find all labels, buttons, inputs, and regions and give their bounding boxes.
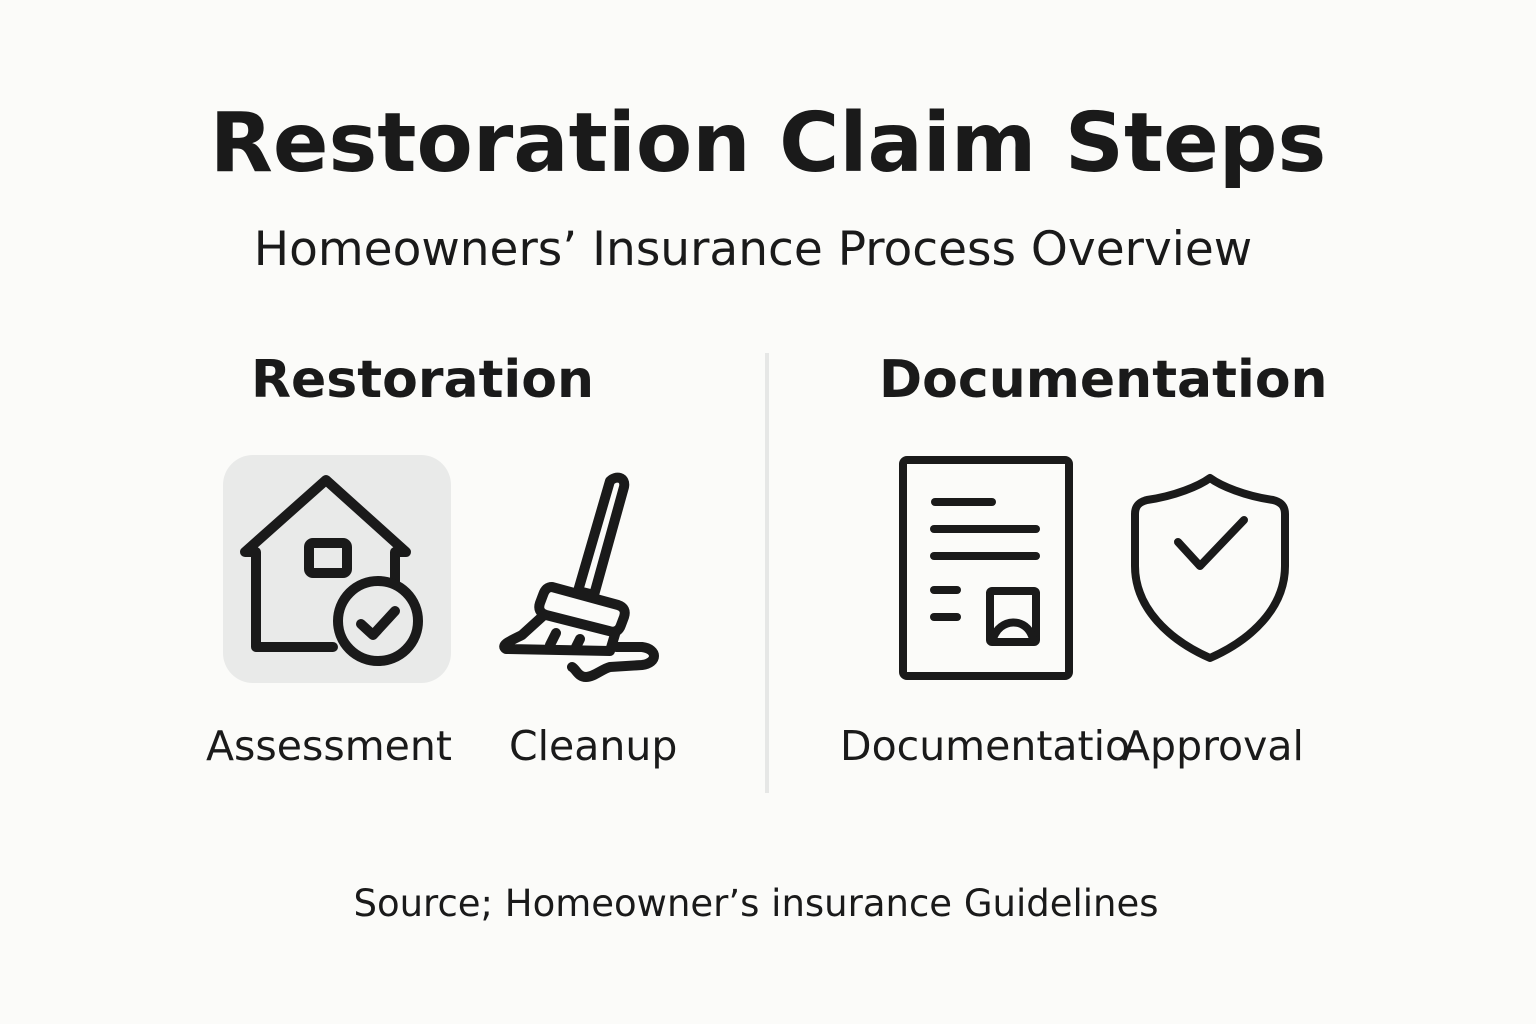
section-heading-restoration: Restoration <box>251 350 595 410</box>
page-title: Restoration Claim Steps <box>209 96 1327 191</box>
step-label-approval: Approval <box>1122 722 1304 770</box>
section-divider <box>765 353 769 793</box>
step-label-assessment: Assessment <box>206 722 452 770</box>
page-subtitle: Homeowners’ Insurance Process Overview <box>253 222 1253 277</box>
source-note: Source; Homeowner’s insurance Guidelines <box>353 882 1159 925</box>
section-heading-documentation: Documentation <box>879 350 1328 410</box>
step-label-cleanup: Cleanup <box>509 722 678 770</box>
broom-icon <box>490 465 670 690</box>
shield-check-icon <box>1125 470 1295 670</box>
house-check-icon <box>223 455 451 683</box>
step-label-documentation: Documentatio <box>840 722 1131 770</box>
document-icon <box>895 452 1077 684</box>
